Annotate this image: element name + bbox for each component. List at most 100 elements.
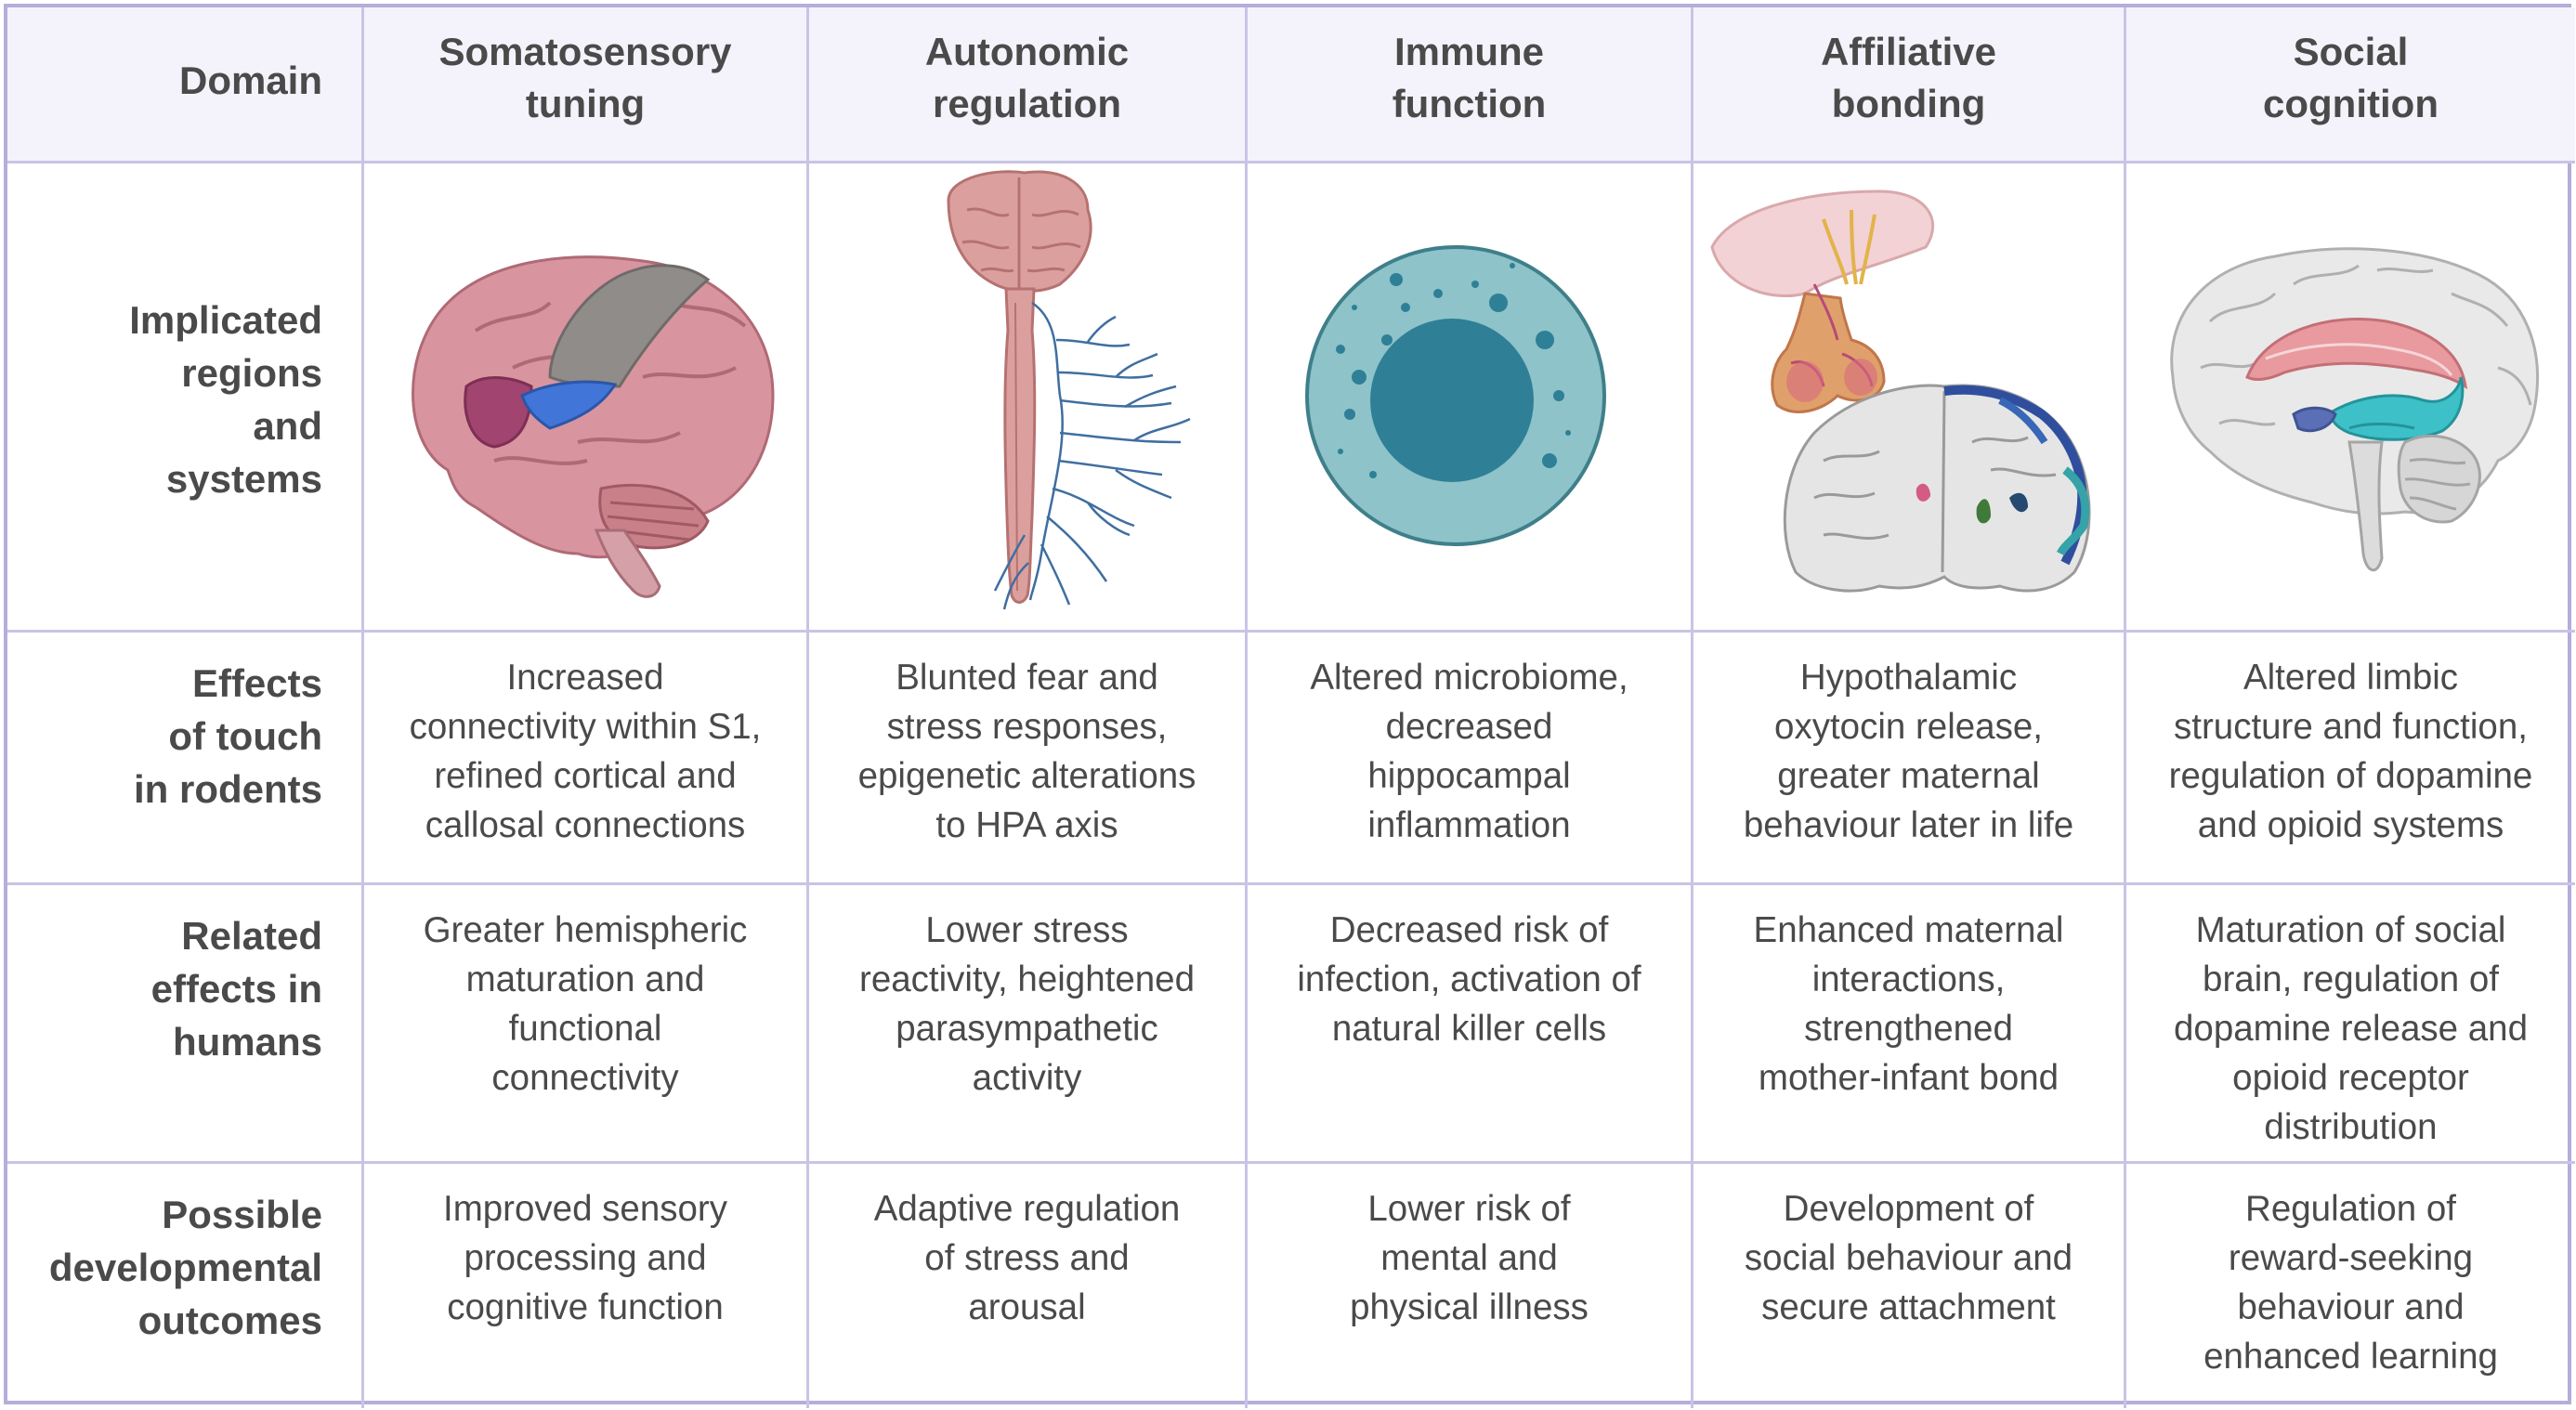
illustration-cell-social (2126, 163, 2575, 633)
row-label-text: humans (172, 1020, 322, 1064)
cell-text: distribution (2264, 1107, 2438, 1147)
cell-text: connectivity within S1, (409, 707, 762, 747)
row-label-text: Related (181, 914, 322, 958)
cell-humans-autonomic: Lower stress reactivity, heightened para… (809, 885, 1248, 1164)
cell-text: structure and function, (2174, 707, 2528, 747)
header-col-affiliative: Affiliative bonding (1693, 7, 2126, 163)
cell-outcomes-immune: Lower risk of mental and physical illnes… (1248, 1164, 1693, 1408)
row-label-cell-regions: Implicated regions and systems (7, 163, 364, 633)
cell-text: inflammation (1367, 805, 1571, 845)
header-text: Somatosensory (438, 30, 732, 73)
cell-text: Increased (506, 658, 664, 698)
row-label-text: developmental (48, 1246, 322, 1289)
cell-text: callosal connections (425, 805, 746, 845)
cell-text: secure attachment (1761, 1287, 2056, 1327)
cell-text: and opioid systems (2197, 805, 2504, 845)
header-text: function (1392, 82, 1547, 125)
row-label-text: regions (181, 351, 322, 395)
cell-text: Maturation of social (2195, 910, 2506, 950)
cell-text: Greater hemispheric (423, 910, 748, 950)
cell-text: Altered limbic (2243, 658, 2459, 698)
cell-text: cognitive function (447, 1287, 724, 1327)
illustration-cell-somatosensory (364, 163, 809, 633)
cell-rodents-autonomic: Blunted fear and stress responses, epige… (809, 633, 1248, 885)
row-label-text: Possible (162, 1193, 322, 1236)
cell-text: Lower risk of (1367, 1189, 1571, 1229)
cell-rodents-social: Altered limbic structure and function, r… (2126, 633, 2575, 885)
cell-outcomes-autonomic: Adaptive regulation of stress and arousa… (809, 1164, 1248, 1408)
header-text: bonding (1831, 82, 1986, 125)
cell-text: brain, regulation of (2203, 960, 2499, 999)
row-label-text: Effects (191, 661, 322, 705)
cell-text: opioid receptor (2232, 1058, 2469, 1098)
cell-text: Blunted fear and (896, 658, 1158, 698)
cell-text: Enhanced maternal (1753, 910, 2064, 950)
cell-text: dopamine release and (2174, 1009, 2528, 1049)
immune-cell-icon (1305, 245, 1606, 546)
outcomes-table: Domain Somatosensory tuning Autonomic re… (4, 4, 2575, 1408)
cell-text: of stress and (924, 1238, 1130, 1278)
cell-text: maturation and (465, 960, 705, 999)
row-label-text: of touch (168, 714, 322, 758)
brain-spinal-cord-icon (947, 170, 1191, 610)
cell-text: greater maternal (1777, 756, 2040, 796)
cell-text: reactivity, heightened (859, 960, 1195, 999)
cell-text: hippocampal (1367, 756, 1571, 796)
cell-text: reward-seeking (2228, 1238, 2474, 1278)
row-label-text: Implicated (129, 298, 322, 342)
cell-text: strengthened (1804, 1009, 2013, 1049)
cell-text: behaviour later in life (1743, 805, 2074, 845)
cell-text: natural killer cells (1331, 1009, 1607, 1049)
cell-text: Decreased risk of (1329, 910, 1609, 950)
header-text: Affiliative (1820, 30, 1997, 73)
header-text: tuning (525, 82, 646, 125)
cell-text: Improved sensory (443, 1189, 727, 1229)
cell-text: epigenetic alterations (857, 756, 1196, 796)
row-label-text: and (253, 404, 322, 448)
cell-text: oxytocin release, (1774, 707, 2043, 747)
cell-rodents-immune: Altered microbiome, decreased hippocampa… (1248, 633, 1693, 885)
illustration-cell-affiliative (1693, 163, 2126, 633)
cell-text: processing and (464, 1238, 707, 1278)
brain-sagittal-limbic-icon (2170, 247, 2539, 571)
cell-text: to HPA axis (935, 805, 1118, 845)
row-label-text: systems (165, 457, 322, 501)
cell-text: Regulation of (2245, 1189, 2456, 1229)
cell-text: connectivity (491, 1058, 679, 1098)
header-col-social: Social cognition (2126, 7, 2575, 163)
cell-outcomes-somatosensory: Improved sensory processing and cognitiv… (364, 1164, 809, 1408)
cell-text: Adaptive regulation (873, 1189, 1181, 1229)
row-label-cell-humans: Related effects in humans (7, 885, 364, 1164)
cell-text: parasympathetic (896, 1009, 1158, 1049)
cell-text: regulation of dopamine (2168, 756, 2533, 796)
row-label-cell-outcomes: Possible developmental outcomes (7, 1164, 364, 1408)
header-text: cognition (2263, 82, 2439, 125)
header-text: regulation (932, 82, 1121, 125)
header-domain-cell: Domain (7, 7, 364, 163)
cell-humans-social: Maturation of social brain, regulation o… (2126, 885, 2575, 1164)
header-text: Immune (1393, 30, 1545, 73)
row-label-cell-rodents: Effects of touch in rodents (7, 633, 364, 885)
cell-text: physical illness (1350, 1287, 1589, 1327)
cell-text: infection, activation of (1297, 960, 1641, 999)
cell-text: Hypothalamic (1799, 658, 2018, 698)
row-label-text: effects in (150, 967, 322, 1011)
hypothalamus-pituitary-coronal-brain-icon (1710, 189, 2091, 593)
cell-text: mother-infant bond (1758, 1058, 2059, 1098)
cell-humans-immune: Decreased risk of infection, activation … (1248, 885, 1693, 1164)
cell-text: interactions, (1811, 960, 2006, 999)
illustration-cell-autonomic (809, 163, 1248, 633)
header-domain-label: Domain (178, 59, 322, 102)
cell-text: Lower stress (925, 910, 1129, 950)
cell-text: functional (508, 1009, 662, 1049)
header-text: Social (2293, 30, 2409, 73)
illustration-cell-immune (1248, 163, 1693, 633)
cell-text: mental and (1380, 1238, 1558, 1278)
row-label-text: outcomes (137, 1299, 322, 1342)
cell-rodents-somatosensory: Increased connectivity within S1, refine… (364, 633, 809, 885)
cell-text: arousal (968, 1287, 1086, 1327)
cell-text: decreased (1385, 707, 1553, 747)
header-col-somatosensory: Somatosensory tuning (364, 7, 809, 163)
cell-text: Development of (1783, 1189, 2034, 1229)
row-label-text: in rodents (133, 767, 322, 811)
